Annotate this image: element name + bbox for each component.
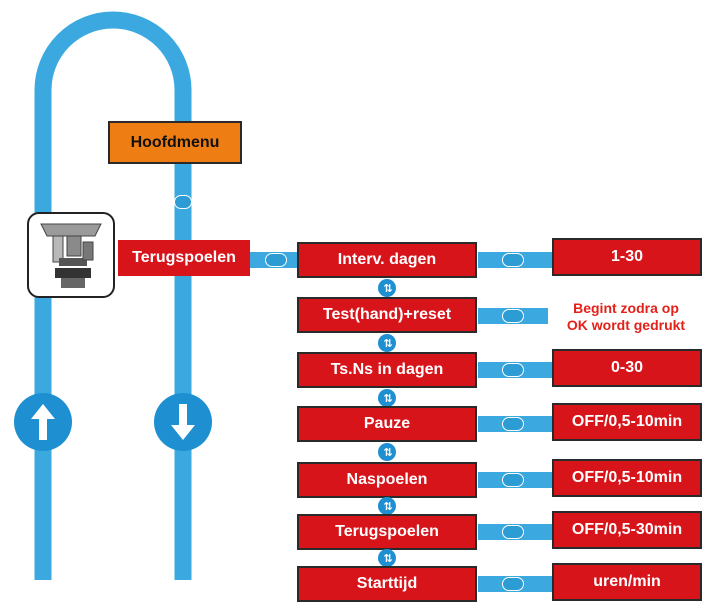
backwash-menu-button[interactable]: Terugspoelen	[118, 240, 250, 276]
ok-button-icon[interactable]	[502, 309, 524, 323]
value-pause: OFF/0,5-10min	[552, 403, 702, 441]
row-label: Ts.Ns in dagen	[330, 361, 444, 378]
note-line: OK wordt gedrukt	[566, 317, 686, 333]
row-pause[interactable]: Pauze	[297, 406, 477, 442]
ok-button-icon[interactable]	[502, 525, 524, 539]
value-label: OFF/0,5-10min	[571, 469, 683, 486]
row-interval-days[interactable]: Interv. dagen	[297, 242, 477, 278]
value-label: uren/min	[593, 573, 661, 590]
value-backwash: OFF/0,5-30min	[552, 511, 702, 549]
row-test-reset[interactable]: Test(hand)+reset	[297, 297, 477, 333]
row-label: Starttijd	[356, 575, 418, 592]
row-tsns-days[interactable]: Ts.Ns in dagen	[297, 352, 477, 388]
filter-valve-icon	[27, 212, 115, 298]
value-label: 0-30	[610, 359, 644, 376]
ok-button-icon[interactable]	[502, 473, 524, 487]
main-menu-button[interactable]: Hoofdmenu	[108, 121, 242, 164]
value-label: 1-30	[610, 248, 644, 265]
row-label: Pauze	[363, 415, 411, 432]
updown-arrows-icon[interactable]: ⇅	[378, 389, 396, 407]
ok-button-icon[interactable]	[502, 253, 524, 267]
value-rinse: OFF/0,5-10min	[552, 459, 702, 497]
main-menu-label: Hoofdmenu	[130, 133, 220, 151]
row-rinse[interactable]: Naspoelen	[297, 462, 477, 498]
arrow-up-icon[interactable]	[14, 393, 72, 451]
note-line: Begint zodra op	[573, 300, 679, 316]
row-label: Interv. dagen	[337, 251, 437, 268]
menu-button-icon[interactable]	[174, 195, 192, 209]
value-interval-days: 1-30	[552, 238, 702, 276]
value-label: OFF/0,5-10min	[571, 413, 683, 430]
ok-button-icon[interactable]	[502, 363, 524, 377]
row-start-time[interactable]: Starttijd	[297, 566, 477, 602]
ok-button-icon[interactable]	[265, 253, 287, 267]
test-reset-note: Begint zodra op OK wordt gedrukt	[546, 300, 706, 334]
backwash-menu-label: Terugspoelen	[132, 249, 236, 266]
ok-button-icon[interactable]	[502, 417, 524, 431]
value-tsns-days: 0-30	[552, 349, 702, 387]
row-label: Naspoelen	[346, 471, 428, 488]
arrow-down-icon[interactable]	[154, 393, 212, 451]
row-backwash[interactable]: Terugspoelen	[297, 514, 477, 550]
updown-arrows-icon[interactable]: ⇅	[378, 279, 396, 297]
ok-button-icon[interactable]	[502, 577, 524, 591]
row-label: Test(hand)+reset	[322, 306, 452, 323]
updown-arrows-icon[interactable]: ⇅	[378, 549, 396, 567]
updown-arrows-icon[interactable]: ⇅	[378, 334, 396, 352]
value-label: OFF/0,5-30min	[571, 521, 683, 538]
value-start-time: uren/min	[552, 563, 702, 601]
updown-arrows-icon[interactable]: ⇅	[378, 497, 396, 515]
row-label: Terugspoelen	[335, 523, 439, 540]
updown-arrows-icon[interactable]: ⇅	[378, 443, 396, 461]
